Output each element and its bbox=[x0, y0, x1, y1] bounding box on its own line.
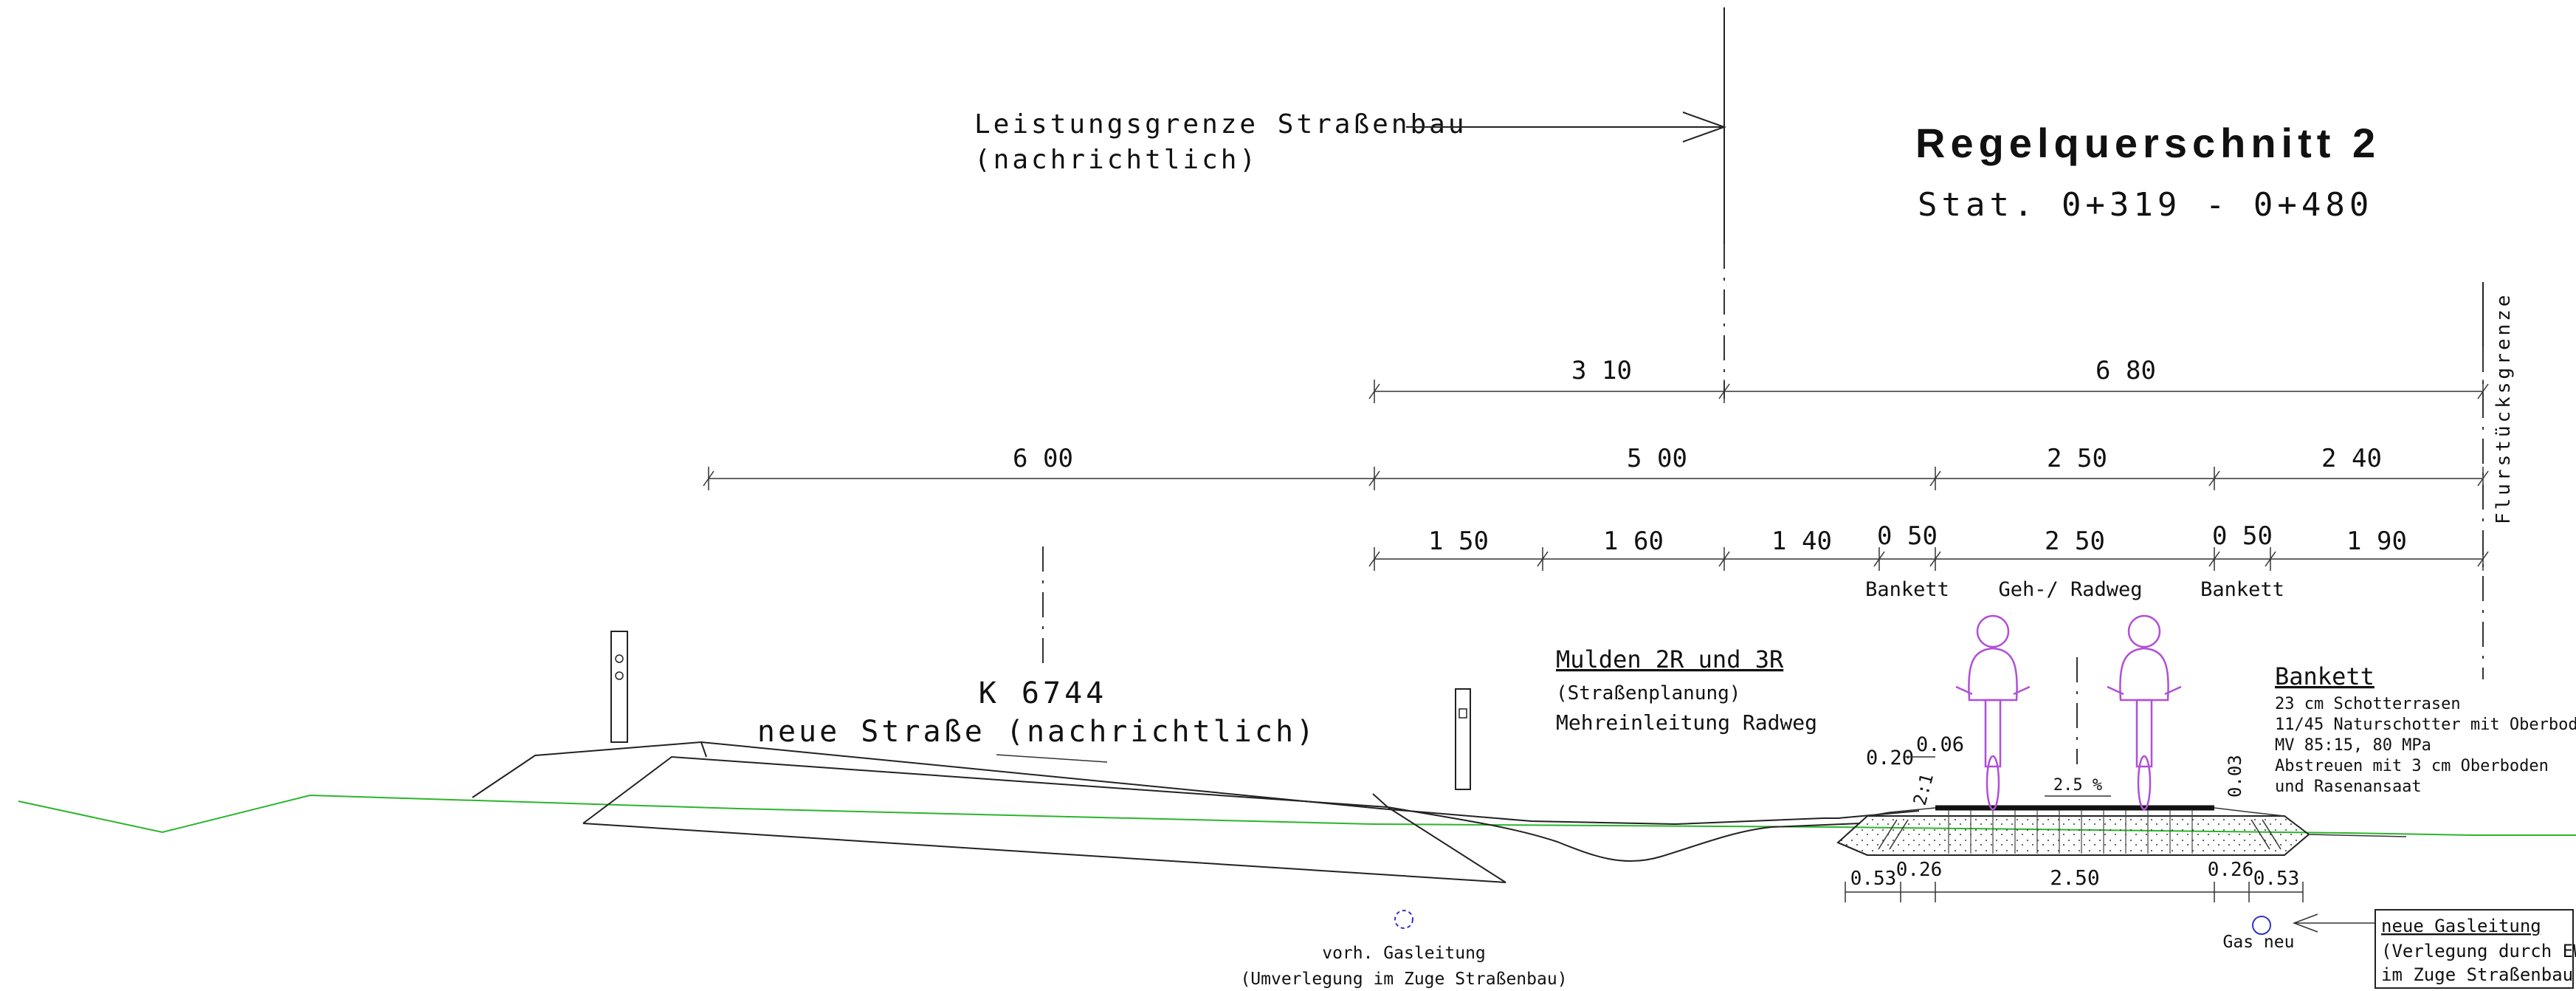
leistungsgrenze-note: (nachrichtlich) bbox=[974, 145, 1258, 175]
dim-row2-seg-1: 6 00 bbox=[1013, 444, 1073, 473]
dim-bottom-4: 0.26 bbox=[2208, 859, 2254, 881]
new-gas-box-line-2: im Zuge Straßenbau) bbox=[2381, 964, 2576, 985]
road-name: K 6744 bbox=[979, 676, 1108, 710]
flurstuecksgrenze-label: Flurstücksgrenze bbox=[2493, 292, 2515, 524]
dim-radweg-slope: 2:1 bbox=[1909, 771, 1938, 807]
bankett-line-5: und Rasenansaat bbox=[2275, 778, 2422, 796]
leistungsgrenze-label: Leistungsgrenze Straßenbau bbox=[974, 109, 1467, 140]
bankett-note: Bankett 23 cm Schotterrasen 11/45 Naturs… bbox=[2275, 662, 2576, 796]
new-gas-box-line-1: (Verlegung durch EWE bbox=[2381, 941, 2576, 961]
dim-bottom-3: 2.50 bbox=[2050, 865, 2099, 890]
existing-gas-label: vorh. Gasleitung bbox=[1322, 944, 1486, 963]
label-bankett-left: Bankett bbox=[1865, 578, 1949, 601]
dim-row3-seg-7: 1 90 bbox=[2346, 527, 2407, 556]
station-range: Stat. 0+319 - 0+480 bbox=[1918, 186, 2373, 224]
dim-row2-seg-4: 2 40 bbox=[2321, 444, 2382, 473]
new-gas-pipe-icon bbox=[2252, 916, 2271, 935]
dim-row3-seg-3: 1 40 bbox=[1771, 527, 1832, 556]
bankett-line-1: 23 cm Schotterrasen bbox=[2275, 695, 2461, 713]
dim-row1-seg-1: 3 10 bbox=[1571, 356, 1632, 385]
bankett-title: Bankett bbox=[2275, 662, 2374, 690]
new-gas-label: Gas neu bbox=[2223, 933, 2295, 952]
dim-row3-seg-2: 1 60 bbox=[1603, 527, 1664, 556]
dim-radweg-006: 0.06 bbox=[1916, 733, 1964, 756]
new-gas-box bbox=[2374, 909, 2574, 989]
dimension-row-3: 1 50 1 60 1 40 0 50 2 50 0 50 1 90 Banke… bbox=[1368, 521, 2489, 601]
cyclist-icon-left bbox=[1955, 614, 2031, 811]
drawing-title: Regelquerschnitt 2 bbox=[1915, 120, 2380, 166]
dimension-row-2: 6 00 5 00 2 50 2 40 bbox=[703, 444, 2489, 490]
dim-row3-seg-4: 0 50 bbox=[1877, 521, 1938, 551]
bankett-line-2: 11/45 Naturschotter mit Oberboden bbox=[2275, 716, 2576, 734]
dim-radweg-003: 0.03 bbox=[2225, 755, 2245, 798]
existing-gas-note: (Umverlegung im Zuge Straßenbau) bbox=[1240, 970, 1567, 989]
bankett-line-3: MV 85:15, 80 MPa bbox=[2275, 736, 2431, 755]
dim-row3-seg-6: 0 50 bbox=[2212, 521, 2273, 551]
radweg-bottom-dimension: 0.53 0.26 2.50 0.26 0.53 bbox=[1845, 859, 2304, 902]
dim-row3-seg-1: 1 50 bbox=[1428, 527, 1489, 556]
dim-row2-seg-3: 2 50 bbox=[2047, 444, 2107, 473]
cross-slope-label: 2.5 % bbox=[2053, 776, 2102, 795]
mulden-title: Mulden 2R und 3R bbox=[1556, 645, 1784, 673]
dim-bottom-2: 0.26 bbox=[1896, 859, 1943, 881]
bankett-line-4: Abstreuen mit 3 cm Oberboden bbox=[2275, 757, 2549, 775]
mulden-note-2: Mehreinleitung Radweg bbox=[1556, 710, 1817, 735]
dim-bottom-5: 0.53 bbox=[2253, 868, 2300, 890]
cyclist-icon-right bbox=[2107, 614, 2182, 811]
dimension-row-1: 3 10 6 80 bbox=[1368, 356, 2489, 403]
new-gas-arrow-head bbox=[2292, 913, 2318, 933]
label-geh-radweg: Geh-/ Radweg bbox=[1998, 578, 2142, 601]
new-gas-box-title: neue Gasleitung bbox=[2381, 916, 2541, 936]
dim-row3-seg-5: 2 50 bbox=[2045, 527, 2105, 556]
mulden-note-1: (Straßenplanung) bbox=[1556, 682, 1740, 704]
dim-bottom-1: 0.53 bbox=[1850, 868, 1897, 890]
road-cross-section bbox=[472, 631, 1920, 883]
dim-row1-seg-2: 6 80 bbox=[2095, 356, 2156, 385]
radweg-cross-section bbox=[1836, 805, 2407, 856]
existing-terrain-line bbox=[18, 794, 2576, 836]
dim-row2-seg-2: 5 00 bbox=[1627, 444, 1687, 473]
existing-gas-pipe-icon bbox=[1394, 910, 1413, 929]
road-subtitle: neue Straße (nachrichtlich) bbox=[757, 715, 1317, 749]
label-bankett-right: Bankett bbox=[2200, 578, 2284, 601]
dim-radweg-020: 0.20 bbox=[1866, 747, 1914, 769]
